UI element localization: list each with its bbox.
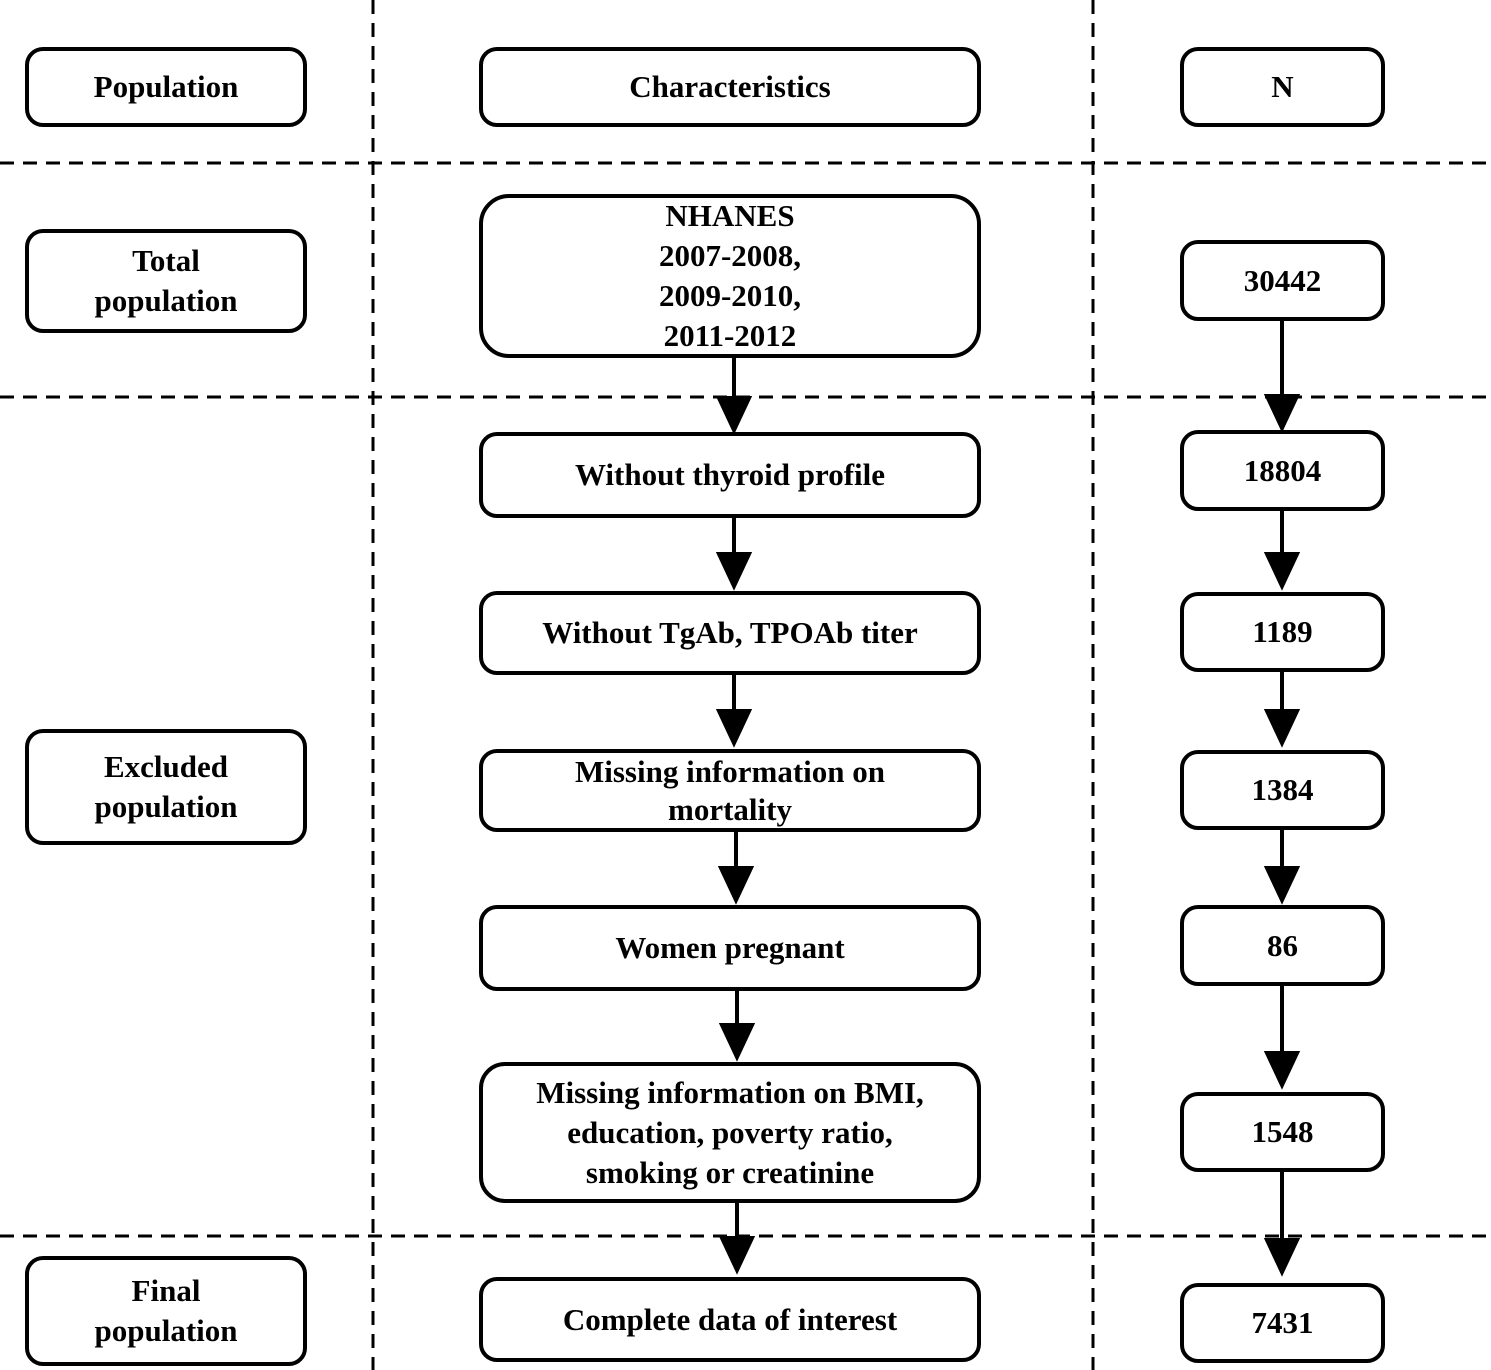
n-box-without-antibody: 1189 bbox=[1180, 592, 1385, 672]
arrow-n-6 bbox=[1263, 1171, 1301, 1277]
n-value: 1548 bbox=[1251, 1114, 1314, 1149]
step-text: Without TgAb, TPOAb titer bbox=[542, 615, 918, 650]
n-value: 18804 bbox=[1243, 452, 1322, 488]
n-value: 1384 bbox=[1251, 772, 1314, 807]
step-text: Missing information on BMI, education, p… bbox=[536, 1074, 924, 1190]
arrow-n-4 bbox=[1263, 829, 1301, 905]
step-text: Missing information on mortality bbox=[574, 753, 886, 827]
population-excluded: Excluded population bbox=[25, 729, 307, 845]
header-population-label: Population bbox=[93, 69, 239, 104]
n-value: 30442 bbox=[1243, 262, 1322, 298]
arrow-n-2 bbox=[1263, 510, 1301, 591]
arrow-char-2 bbox=[715, 518, 753, 591]
arrow-char-5 bbox=[718, 990, 756, 1062]
header-n: N bbox=[1180, 47, 1385, 127]
population-excluded-label: Excluded population bbox=[94, 749, 238, 824]
population-final-label: Final population bbox=[94, 1273, 238, 1348]
n-box-missing-mortality: 1384 bbox=[1180, 750, 1385, 830]
header-population: Population bbox=[25, 47, 307, 127]
step-box-missing-mortality: Missing information on mortality bbox=[479, 749, 981, 832]
n-value: 86 bbox=[1267, 927, 1298, 963]
population-final: Final population bbox=[25, 1256, 307, 1366]
arrow-char-6 bbox=[718, 1202, 756, 1275]
step-text: Without thyroid profile bbox=[574, 457, 886, 492]
n-value: 1189 bbox=[1252, 614, 1313, 649]
step-box-complete-data: Complete data of interest bbox=[479, 1277, 981, 1362]
n-box-total: 30442 bbox=[1180, 240, 1385, 321]
step-box-nhanes: NHANES 2007-2008, 2009-2010, 2011-2012 bbox=[479, 194, 981, 358]
population-total: Total population bbox=[25, 229, 307, 333]
header-characteristics: Characteristics bbox=[479, 47, 981, 127]
step-box-without-antibody: Without TgAb, TPOAb titer bbox=[479, 591, 981, 675]
arrow-n-1 bbox=[1263, 320, 1301, 433]
header-characteristics-label: Characteristics bbox=[629, 69, 831, 104]
population-total-label: Total population bbox=[94, 243, 238, 318]
step-box-without-thyroid: Without thyroid profile bbox=[479, 432, 981, 518]
header-n-label: N bbox=[1271, 69, 1294, 104]
step-box-missing-covariates: Missing information on BMI, education, p… bbox=[479, 1062, 981, 1203]
n-box-final: 7431 bbox=[1180, 1283, 1385, 1363]
n-box-without-thyroid: 18804 bbox=[1180, 430, 1385, 511]
arrow-char-4 bbox=[717, 831, 755, 905]
step-text: Complete data of interest bbox=[562, 1301, 898, 1337]
step-text: Women pregnant bbox=[615, 930, 845, 965]
step-box-women-pregnant: Women pregnant bbox=[479, 905, 981, 991]
n-box-women-pregnant: 86 bbox=[1180, 905, 1385, 986]
n-box-missing-covariates: 1548 bbox=[1180, 1092, 1385, 1172]
arrow-char-1 bbox=[715, 357, 753, 435]
step-text: NHANES 2007-2008, 2009-2010, 2011-2012 bbox=[658, 198, 802, 353]
arrow-char-3 bbox=[715, 674, 753, 748]
arrow-n-5 bbox=[1263, 985, 1301, 1090]
n-value: 7431 bbox=[1251, 1305, 1314, 1340]
arrow-n-3 bbox=[1263, 671, 1301, 748]
